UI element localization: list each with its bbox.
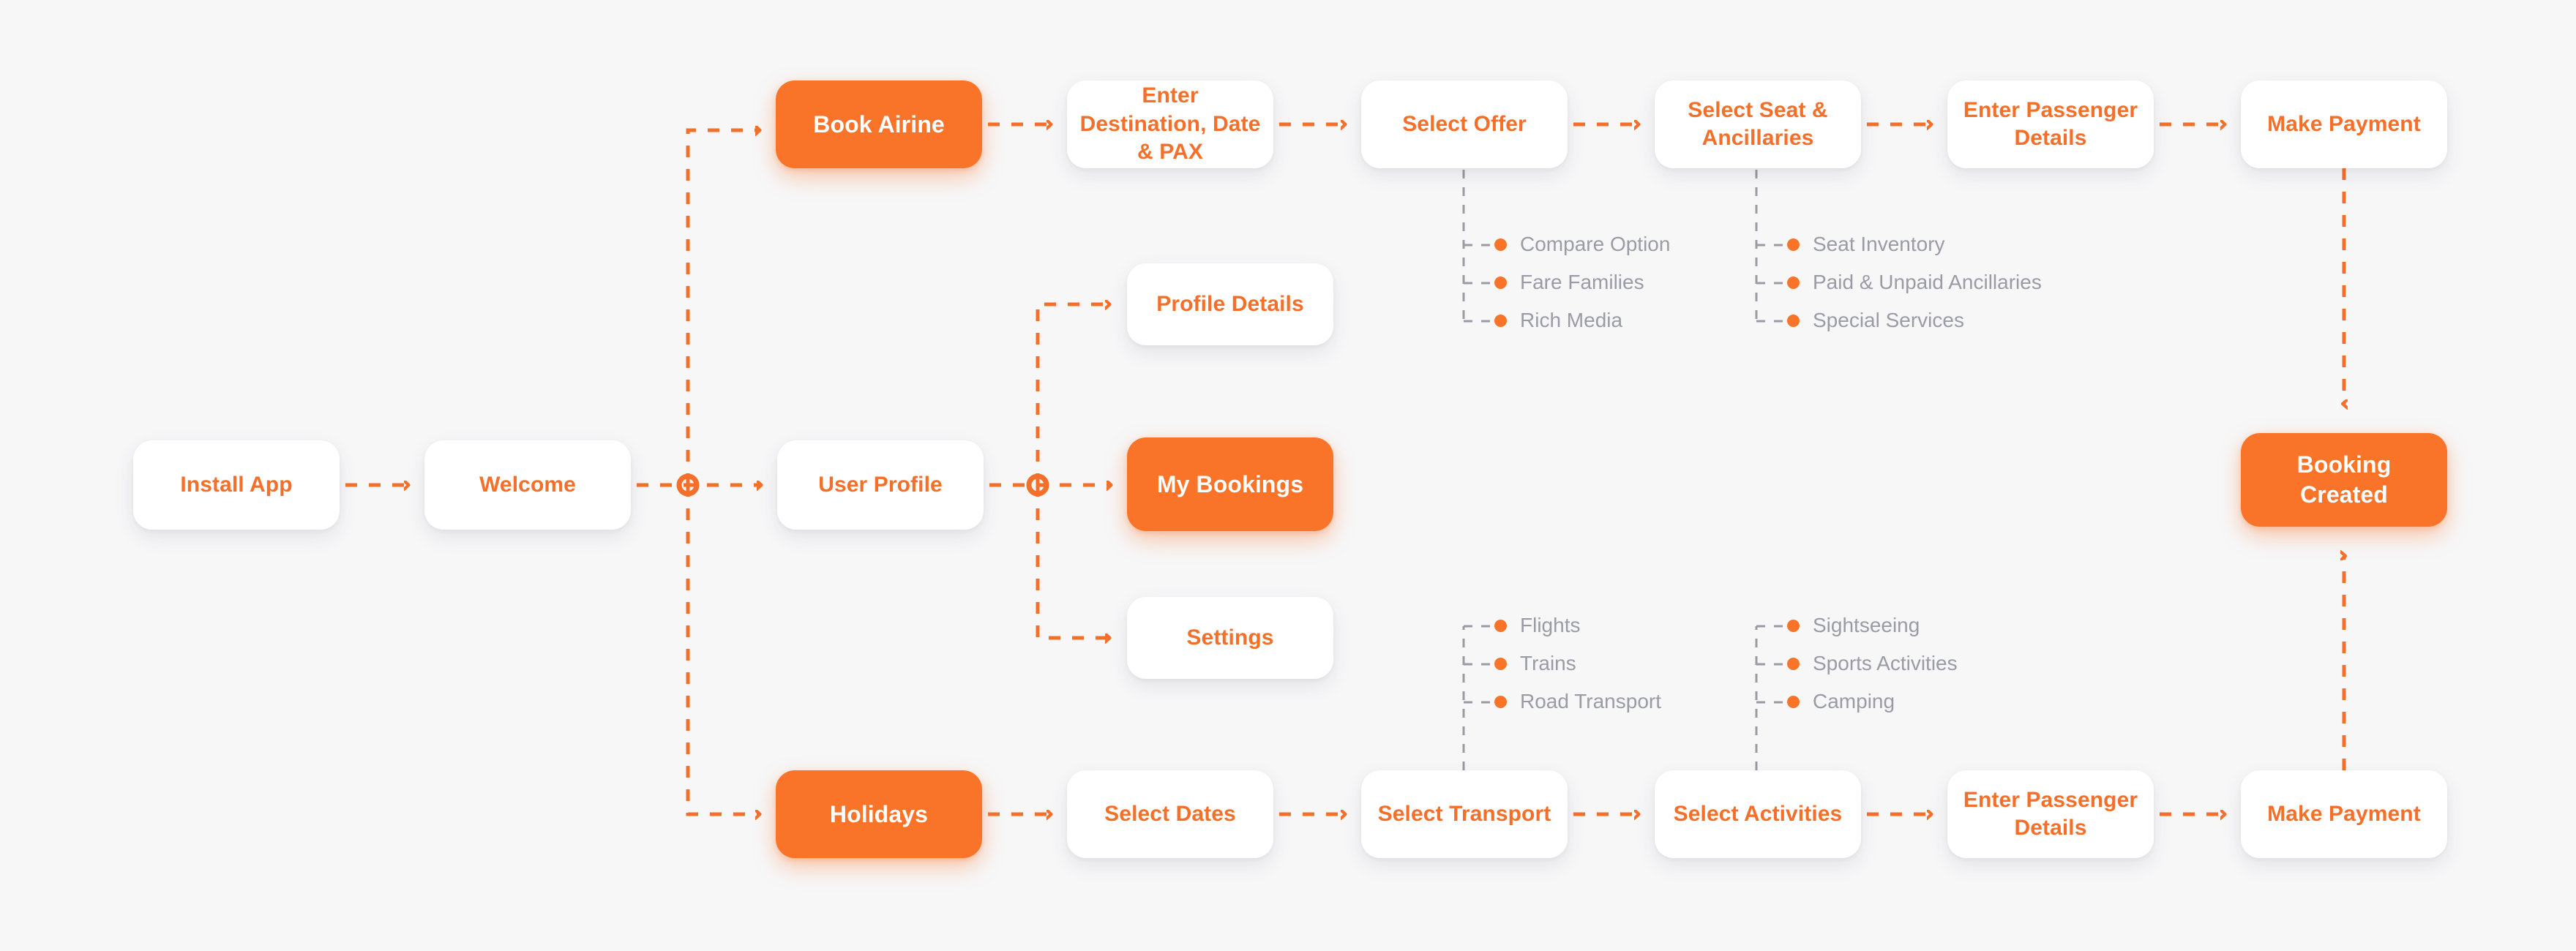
node-label: Make Payment: [2267, 111, 2421, 136]
bullet-dot-icon: [1494, 619, 1507, 632]
sub-item-label: Special Services: [1813, 309, 1964, 331]
node-label: Make Payment: [2267, 801, 2421, 826]
node-user-profile[interactable]: User Profile: [777, 440, 984, 530]
node-select-seat-ancillaries[interactable]: Select Seat & Ancillaries: [1655, 80, 1861, 168]
bullet-dot-icon: [1787, 619, 1800, 632]
sub-item-label: Fare Families: [1520, 271, 1644, 293]
bullet-dot-icon: [1494, 695, 1507, 708]
bullet-dot-icon: [1494, 657, 1507, 670]
node-label: Settings: [1186, 625, 1274, 650]
node-label: Holidays: [829, 800, 929, 827]
node-label: Enter Passenger Details: [1963, 787, 2138, 840]
sub-item-label: Sightseeing: [1813, 614, 1920, 636]
sub-item-label: Road Transport: [1520, 690, 1661, 713]
sub-item-label: Sports Activities: [1813, 652, 1958, 674]
node-enter-destination[interactable]: Enter Destination, Date & PAX: [1067, 80, 1273, 168]
node-book-airline[interactable]: Book Airine: [776, 80, 982, 168]
sub-item-flights[interactable]: Flights: [1494, 614, 1580, 637]
sub-item-label: Seat Inventory: [1813, 233, 1945, 255]
bullet-dot-icon: [1787, 276, 1800, 289]
node-label: Booking Created: [2296, 451, 2392, 508]
node-make-payment-top[interactable]: Make Payment: [2241, 80, 2447, 168]
node-select-activities[interactable]: Select Activities: [1655, 770, 1861, 858]
node-label: Enter Destination, Date & PAX: [1079, 83, 1261, 165]
node-label: My Bookings: [1156, 470, 1304, 497]
sub-item-seat-inventory[interactable]: Seat Inventory: [1787, 233, 1945, 256]
sub-item-camping[interactable]: Camping: [1787, 690, 1895, 713]
node-label: Book Airine: [813, 110, 945, 138]
node-label: Profile Details: [1156, 291, 1304, 316]
node-label: Enter Passenger Details: [1963, 97, 2138, 150]
bullet-dot-icon: [1494, 314, 1507, 327]
node-select-dates[interactable]: Select Dates: [1067, 770, 1273, 858]
sub-item-label: Camping: [1813, 690, 1895, 713]
node-settings[interactable]: Settings: [1127, 597, 1333, 679]
node-label: Install App: [180, 472, 293, 497]
node-label: User Profile: [818, 472, 943, 497]
node-label: Select Seat & Ancillaries: [1688, 97, 1828, 150]
node-select-transport[interactable]: Select Transport: [1361, 770, 1568, 858]
node-profile-details[interactable]: Profile Details: [1127, 263, 1333, 345]
node-welcome[interactable]: Welcome: [424, 440, 631, 530]
sub-item-fare-families[interactable]: Fare Families: [1494, 271, 1644, 294]
bullet-dot-icon: [1787, 695, 1800, 708]
node-label: Select Transport: [1377, 801, 1551, 826]
sub-item-label: Paid & Unpaid Ancillaries: [1813, 271, 2042, 293]
sub-item-trains[interactable]: Trains: [1494, 652, 1576, 675]
node-my-bookings[interactable]: My Bookings: [1127, 437, 1333, 531]
node-label: Select Dates: [1104, 801, 1236, 826]
node-install-app[interactable]: Install App: [133, 440, 340, 530]
node-booking-created[interactable]: Booking Created: [2241, 433, 2447, 527]
sub-item-sightseeing[interactable]: Sightseeing: [1787, 614, 1920, 637]
sub-item-compare-option[interactable]: Compare Option: [1494, 233, 1670, 256]
sub-item-label: Compare Option: [1520, 233, 1671, 255]
sub-item-paid-unpaid-ancillaries[interactable]: Paid & Unpaid Ancillaries: [1787, 271, 2042, 294]
node-label: Welcome: [479, 472, 576, 497]
sub-item-road-transport[interactable]: Road Transport: [1494, 690, 1661, 713]
sub-item-label: Rich Media: [1520, 309, 1623, 331]
node-select-offer[interactable]: Select Offer: [1361, 80, 1568, 168]
bullet-dot-icon: [1494, 276, 1507, 289]
node-label: Select Offer: [1402, 111, 1527, 136]
node-enter-passenger-details-top[interactable]: Enter Passenger Details: [1947, 80, 2154, 168]
sub-item-label: Flights: [1520, 614, 1581, 636]
sub-item-sports-activities[interactable]: Sports Activities: [1787, 652, 1958, 675]
bullet-dot-icon: [1787, 238, 1800, 251]
node-enter-passenger-details-bottom[interactable]: Enter Passenger Details: [1947, 770, 2154, 858]
node-label: Select Activities: [1673, 801, 1843, 826]
sub-item-special-services[interactable]: Special Services: [1787, 309, 1964, 332]
bullet-dot-icon: [1787, 657, 1800, 670]
junction-node: [676, 473, 700, 497]
sub-item-label: Trains: [1520, 652, 1576, 674]
junction-node: [1026, 473, 1049, 497]
node-make-payment-bottom[interactable]: Make Payment: [2241, 770, 2447, 858]
node-holidays[interactable]: Holidays: [776, 770, 982, 858]
bullet-dot-icon: [1787, 314, 1800, 327]
sub-item-rich-media[interactable]: Rich Media: [1494, 309, 1622, 332]
bullet-dot-icon: [1494, 238, 1507, 251]
